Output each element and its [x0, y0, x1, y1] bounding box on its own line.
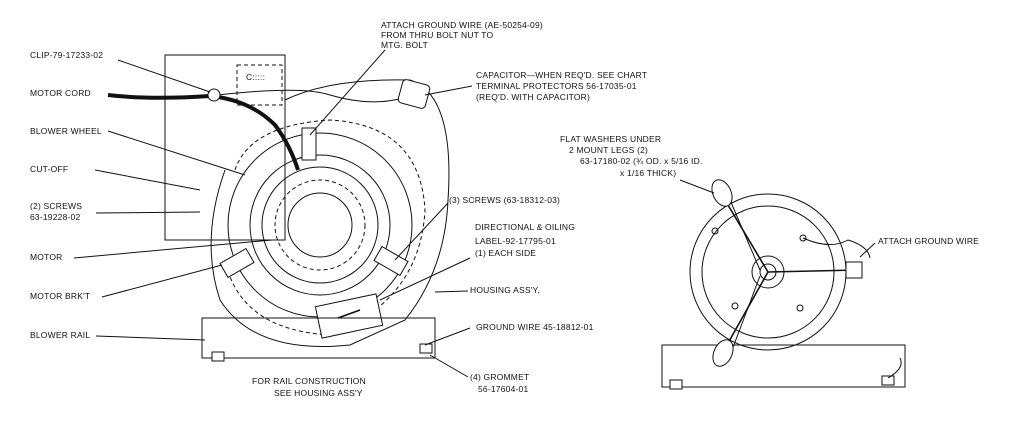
washers-label-2: 2 MOUNT LEGS (2) — [569, 145, 648, 155]
capacitor-label-1: CAPACITOR—WHEN REQ'D. SEE CHART — [476, 70, 647, 80]
front-ground-wire — [802, 237, 871, 259]
front-end-view: FLAT WASHERS UNDER 2 MOUNT LEGS (2) 63-1… — [560, 134, 979, 390]
housing-plate — [164, 54, 286, 241]
grommet-right — [419, 343, 433, 354]
grommet-label-2: 56-17604-01 — [478, 384, 528, 394]
blower-wheel-label: BLOWER WHEEL — [30, 126, 102, 136]
screws-right-label: (3) SCREWS (63-18312-03) — [449, 195, 560, 205]
directional-label-1: DIRECTIONAL & OILING — [475, 222, 575, 232]
capacitor — [397, 79, 431, 109]
front-motor-inner — [701, 205, 835, 339]
bolt-hole-2 — [799, 234, 807, 242]
clip-label: CLIP-79-17233-02 — [30, 50, 103, 60]
capacitor-label-2: TERMINAL PROTECTORS 56-17035-01 — [476, 81, 637, 91]
front-grommet-left — [669, 379, 683, 390]
washers-leader — [679, 179, 715, 194]
front-grommet-right — [881, 375, 895, 386]
directional-label-2: LABEL-92-17795-01 — [475, 236, 556, 246]
motor-cord — [107, 93, 300, 171]
bolt-hole-4 — [796, 304, 804, 312]
motor-label: MOTOR — [30, 252, 62, 262]
bolt-hole-1 — [711, 227, 719, 235]
motor-hub — [287, 192, 353, 258]
direction-arrow — [337, 309, 361, 319]
washers-label-4: x 1/16 THICK) — [620, 168, 676, 178]
grommet-label-1: (4) GROMMET — [470, 372, 529, 382]
leg-foot-bottom — [712, 339, 734, 367]
housing-scroll — [210, 79, 450, 348]
front-rail — [661, 344, 906, 388]
cord-loop — [209, 89, 421, 103]
motor-housing — [249, 154, 391, 296]
washers-label-3: 63-17180-02 (¾ OD. x 5/16 ID. — [580, 156, 703, 166]
capacitor-label-3: (REQ'D. WITH CAPACITOR) — [476, 92, 590, 102]
grommet-left — [211, 351, 225, 362]
attach-ground-leader — [859, 242, 876, 258]
left-side-view: C::::: — [30, 20, 647, 398]
housing-scroll-inner — [224, 119, 426, 336]
blower-rail-label: BLOWER RAIL — [30, 330, 90, 340]
motor-bracket-right — [373, 245, 409, 277]
directional-label-plate — [314, 293, 384, 339]
mount-leg-bottom — [722, 271, 769, 353]
leg-foot-right — [845, 261, 863, 279]
leg-foot-top — [711, 179, 733, 207]
attach-ground-label-1: ATTACH GROUND WIRE (AE-50254-09) — [381, 20, 543, 30]
mount-leg-bottom-edge — [731, 275, 761, 351]
front-ground-wire-end — [887, 357, 902, 379]
clip — [207, 88, 221, 102]
washers-label-1: FLAT WASHERS UNDER — [560, 134, 661, 144]
directional-label-3: (1) EACH SIDE — [475, 248, 536, 258]
capacitor-mark: C::::: — [246, 72, 265, 82]
bolt-hole-3 — [731, 302, 739, 310]
motor-cord-label: MOTOR CORD — [30, 88, 91, 98]
mount-leg-right — [767, 269, 859, 273]
attach-ground-label-2: FROM THRU BOLT NUT TO — [381, 30, 494, 40]
housing-label: HOUSING ASS'Y. — [470, 285, 540, 295]
front-attach-ground-label: ATTACH GROUND WIRE — [878, 236, 979, 246]
motor-vent-ring — [274, 179, 366, 271]
cut-off-label: CUT-OFF — [30, 164, 68, 174]
motor-bracket-top — [301, 127, 317, 161]
mount-leg-top — [721, 194, 769, 273]
mount-leg-top-edge — [729, 199, 761, 271]
screws-left-label-2: 63-19228-02 — [30, 212, 80, 222]
screws-left-label-1: (2) SCREWS — [30, 201, 82, 211]
attach-ground-label-3: MTG. BOLT — [381, 40, 428, 50]
leader-lines-left — [73, 49, 473, 378]
motor-face — [261, 166, 379, 284]
blower-wheel — [227, 132, 413, 318]
ground-wire-label: GROUND WIRE 45-18812-01 — [476, 322, 594, 332]
motor-bracket-left — [219, 247, 255, 279]
motor-bracket-label: MOTOR BRK'T — [30, 291, 90, 301]
rail-note-1: FOR RAIL CONSTRUCTION — [252, 376, 366, 386]
capacitor-outline — [236, 64, 283, 106]
blower-rail — [201, 317, 436, 359]
rail-note-2: SEE HOUSING ASS'Y — [274, 388, 363, 398]
